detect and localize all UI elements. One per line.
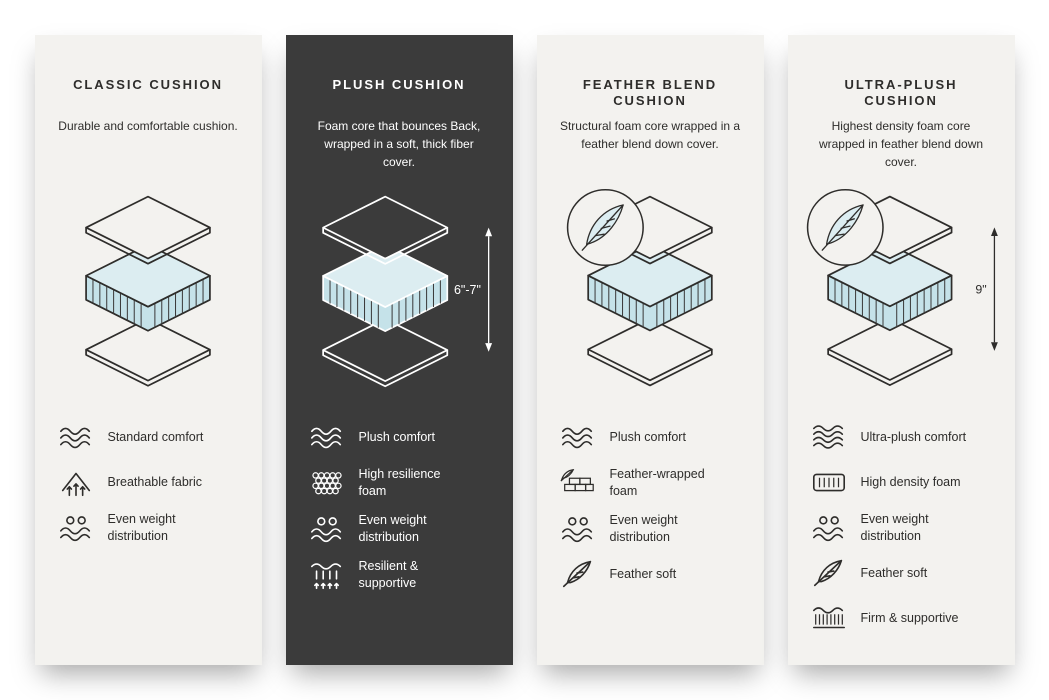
feature-label: High density foam <box>860 474 961 489</box>
feature-item: Firm & supportive <box>810 602 993 634</box>
waves-icon <box>308 421 346 453</box>
firm-supportive-icon <box>810 602 848 634</box>
height-label: 9" <box>975 283 986 297</box>
even-weight-icon <box>308 513 346 545</box>
cushion-diagram: 9" <box>788 177 1015 405</box>
cushion-diagram <box>35 177 262 405</box>
card-title: FEATHER BLEND CUSHION <box>582 77 718 109</box>
breathable-fabric-icon <box>57 466 95 498</box>
cushion-layers-illustration: 9" <box>806 189 998 387</box>
feature-label: Even weight distribution <box>860 512 929 543</box>
card-description: Foam core that bounces Back, wrapped in … <box>317 119 481 169</box>
high-density-foam-icon <box>810 466 848 498</box>
feature-item: Even weight distribution <box>308 512 491 545</box>
feature-label: High resilience foam <box>358 467 441 498</box>
feature-item: Even weight distribution <box>57 511 240 544</box>
card-description: Durable and comfortable cushion. <box>58 119 238 133</box>
feature-list: Plush comfort Feather-wrapped foam Even … <box>537 421 764 590</box>
feature-item: Breathable fabric <box>57 466 240 498</box>
feature-item: Standard comfort <box>57 421 240 453</box>
feature-label: Even weight distribution <box>609 513 678 544</box>
cushion-layers-illustration <box>85 195 211 387</box>
feature-label: Feather soft <box>609 566 677 581</box>
feature-item: High density foam <box>810 466 993 498</box>
card-title: ULTRA-PLUSH CUSHION <box>844 77 958 109</box>
feather-badge <box>566 188 644 267</box>
feature-item: Ultra-plush comfort <box>810 421 993 453</box>
feature-list: Standard comfort Breathable fabric Even … <box>35 421 262 544</box>
feature-label: Feather soft <box>860 565 928 580</box>
card-title: PLUSH CUSHION <box>332 77 466 92</box>
card-plush-cushion: PLUSH CUSHION Foam core that bounces Bac… <box>285 35 513 665</box>
feature-label: Firm & supportive <box>860 610 959 625</box>
springs-icon <box>308 559 346 591</box>
feather-wrapped-foam-icon <box>559 467 597 499</box>
even-weight-icon <box>559 513 597 545</box>
card-classic-cushion: CLASSIC CUSHION Durable and comfortable … <box>34 35 262 665</box>
cushion-diagram <box>537 177 764 405</box>
feature-item: Feather-wrapped foam <box>559 466 742 499</box>
feature-label: Ultra-plush comfort <box>860 429 967 444</box>
card-description: Structural foam core wrapped in a feathe… <box>559 119 741 151</box>
card-title: CLASSIC CUSHION <box>73 77 223 92</box>
feature-label: Standard comfort <box>107 429 204 444</box>
feature-label: Even weight distribution <box>107 512 176 543</box>
cushion-layers-illustration: 6"-7" <box>322 195 493 387</box>
feature-item: Even weight distribution <box>559 512 742 545</box>
feature-label: Resilient & supportive <box>358 559 419 590</box>
feature-label: Breathable fabric <box>107 474 203 489</box>
cushion-diagram: 6"-7" <box>286 177 513 405</box>
card-ultra-plush-cushion: ULTRA-PLUSH CUSHION Highest density foam… <box>787 35 1015 665</box>
feature-item: Feather soft <box>810 557 993 589</box>
feature-list: Plush comfort High resilience foam Even … <box>286 421 513 591</box>
height-indicator: 9" <box>975 227 998 351</box>
feature-item: Plush comfort <box>559 421 742 453</box>
feather-badge <box>806 189 884 267</box>
feather-icon <box>559 558 597 590</box>
feather-icon <box>810 557 848 589</box>
feature-label: Plush comfort <box>358 429 435 444</box>
even-weight-icon <box>57 512 95 544</box>
feature-item: Feather soft <box>559 558 742 590</box>
height-indicator: 6"-7" <box>454 227 493 352</box>
card-description: Highest density foam core wrapped in fea… <box>818 119 984 169</box>
feature-label: Plush comfort <box>609 429 686 444</box>
height-label: 6"-7" <box>454 283 481 297</box>
feature-item: High resilience foam <box>308 466 491 499</box>
feature-item: Resilient & supportive <box>308 558 491 591</box>
even-weight-icon <box>810 512 848 544</box>
feature-list: Ultra-plush comfort High density foam Ev… <box>788 421 1015 634</box>
cushion-layers-illustration <box>566 188 713 387</box>
waves-icon <box>57 421 95 453</box>
foam-bubbles-icon <box>308 467 346 499</box>
feature-item: Even weight distribution <box>810 511 993 544</box>
card-feather-blend-cushion: FEATHER BLEND CUSHION Structural foam co… <box>536 35 764 665</box>
waves-icon <box>559 421 597 453</box>
feature-label: Even weight distribution <box>358 513 427 544</box>
waves-icon <box>810 421 848 453</box>
feature-label: Feather-wrapped foam <box>609 467 705 498</box>
feature-item: Plush comfort <box>308 421 491 453</box>
